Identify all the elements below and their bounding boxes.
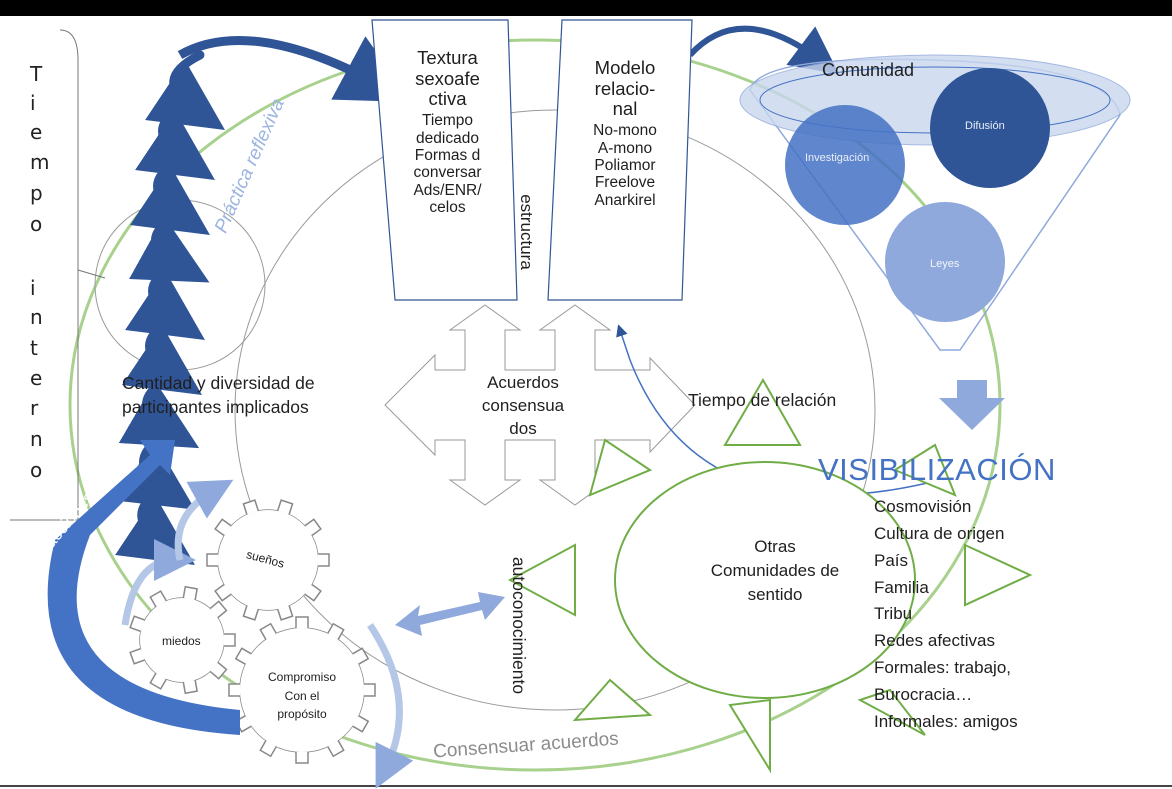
gear-body [140,598,224,682]
arrow-around-gears-right [367,623,414,789]
tiempo-interno-letter: m [30,150,50,174]
circle-difusion [930,68,1050,188]
circle-investigacion [785,105,905,225]
visibilizacion-item: Formales: trabajo, [874,658,1011,678]
gear-tooth [295,750,309,764]
bracket-pointer [77,269,106,279]
visibilizacion-item: Redes afectivas [874,631,995,651]
gear-tooth [222,633,236,647]
acciones-arrow [47,440,240,735]
tiempo-interno-letter: r [30,396,39,420]
tiempo-interno-letter: i [30,91,36,115]
comunidad-title: Comunidad [822,60,915,80]
gear-tooth [316,553,330,567]
tiempo-bracket [59,29,79,520]
visibilizacion-item: Familia [874,577,929,597]
reflexive-arrow-chain [115,50,225,565]
leyes-label: Leyes [930,258,960,270]
visibilizacion-item: País [874,550,909,570]
gear-body [240,628,364,752]
circle-leyes [885,202,1005,322]
sun-rays [507,377,1033,774]
arrow-around-gears-top [174,479,234,561]
small-gray-circle [94,199,266,371]
double-arrow [395,592,505,636]
tiempo-interno-letter: t [30,336,38,360]
gear-tooth [206,553,220,567]
tiempo-interno-letter: e [30,120,43,144]
arrow-to-textura [177,36,412,103]
visibilizacion-item: Burocracia… [874,685,973,705]
inner-gray-circle [234,109,876,711]
tiempo-interno-letter: n [30,427,43,451]
gear-tooth [295,616,309,630]
visibilizacion-item: Cultura de origen [874,523,1005,543]
acuerdos-cross-arrow [384,304,696,506]
visibilizacion-item: Informales: amigos [874,711,1018,731]
investigacion-label: Investigación [805,152,870,164]
textura-box-shape [371,19,518,301]
gear-tooth [362,683,376,697]
tiempo-interno-letter: e [30,366,43,390]
difusion-label: Difusión [965,120,1005,132]
arrow-to-comunidad [687,25,840,75]
top-border-bar [0,0,1172,16]
gear-body [218,510,318,610]
tiempo-interno-letter: o [30,458,43,482]
visibilizacion-title: VISIBILIZACIÓN [818,452,1056,487]
otras-comunidades-circle [614,461,916,699]
autoconocimiento-label: autoconocimiento [509,556,530,695]
tiempo-interno-letter: T [30,62,43,86]
down-arrow-visibilizacion [939,380,1005,430]
miedos-label: miedos [162,634,201,648]
estructura-label: estructura [516,194,536,270]
gear-tooth [228,683,242,697]
visibilizacion-item: Tribu [874,604,913,624]
tiempo-interno-letter: o [30,212,43,236]
arrow-around-gears-left [121,539,196,626]
tiempo-interno-letter: n [30,305,43,329]
gear-teeth [129,499,376,764]
tiempo-interno-letter: i [30,276,36,300]
outer-green-ellipse [68,38,1002,772]
modelo-box-shape [547,19,693,301]
visibilizacion-item: Cosmovisión [874,497,972,516]
tiempo-relacion-label: Tiempo de relación [688,390,837,410]
tiempo-interno-letter: p [30,181,43,205]
